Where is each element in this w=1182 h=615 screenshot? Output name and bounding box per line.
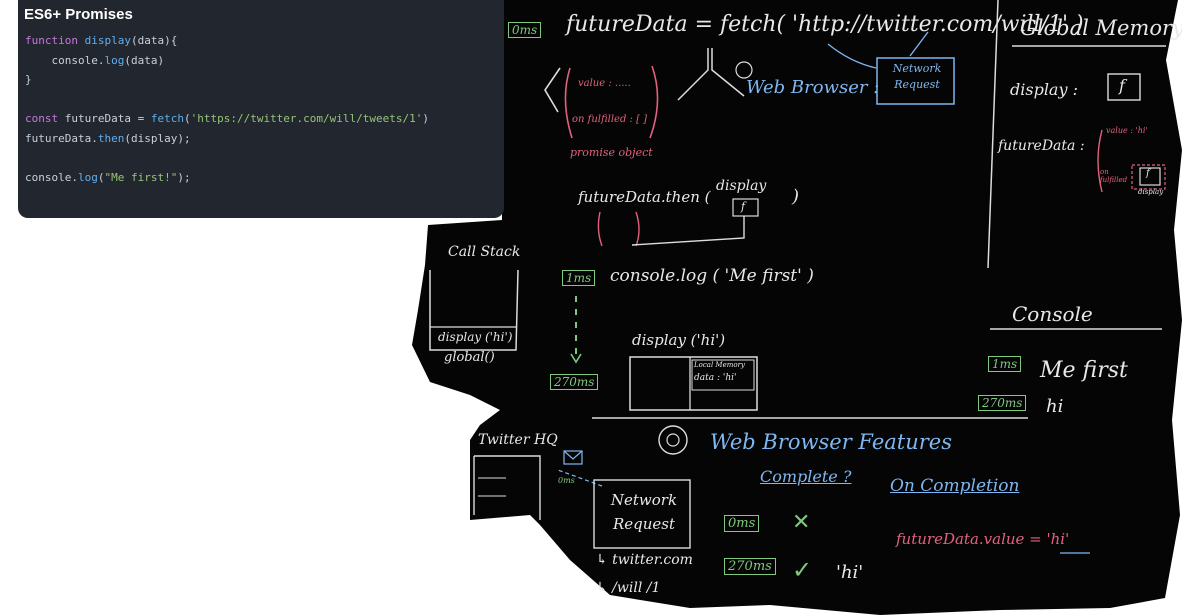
exec-context-title: display ('hi') bbox=[632, 331, 726, 349]
call-stack-frame: display ('hi') bbox=[438, 330, 513, 344]
then-call: futureData.then ( bbox=[578, 188, 711, 206]
code-title: ES6+ Promises bbox=[24, 6, 133, 23]
promise-onfulfilled-slot: on fulfilled : [ ] bbox=[572, 114, 648, 125]
global-memory-title: Global Memory bbox=[1020, 16, 1182, 40]
completion-text: futureData.value = 'hi' bbox=[896, 530, 1070, 548]
web-browser-label: Web Browser : bbox=[746, 77, 880, 98]
code-panel: ES6+ Promises function display(data){ co… bbox=[18, 0, 504, 218]
global-display-f: f bbox=[1119, 76, 1125, 95]
twitter-hq-title: Twitter HQ bbox=[478, 432, 558, 448]
console-title: Console bbox=[1012, 302, 1093, 326]
console-entry-time: 1ms bbox=[988, 356, 1022, 372]
complete-check-icon: ✓ bbox=[792, 556, 813, 584]
twitter-path: ↳ /will /1 bbox=[596, 580, 661, 596]
then-close-paren: ) bbox=[792, 186, 800, 207]
time-0ms-label: 0ms bbox=[508, 22, 542, 38]
then-f-label: f bbox=[741, 200, 746, 213]
console-entry-text: hi bbox=[1046, 396, 1064, 417]
twitter-domain: ↳ twitter.com bbox=[596, 552, 693, 568]
features-row-time: 270ms bbox=[724, 558, 776, 575]
code-line: console.log("Me first!"); bbox=[25, 171, 191, 185]
code-line bbox=[25, 90, 429, 110]
fetch-assignment: futureData = fetch( 'http://twitter.com/… bbox=[566, 12, 1084, 37]
features-row-time: 0ms bbox=[724, 515, 760, 532]
console-entry-time: 270ms bbox=[978, 395, 1027, 411]
local-memory-label: Local Memory bbox=[694, 361, 745, 369]
complete-header: Complete ? bbox=[760, 467, 852, 486]
local-data-entry: data : 'hi' bbox=[694, 373, 737, 383]
code-line: futureData.then(display); bbox=[25, 131, 191, 145]
code-line: console.log(data) bbox=[25, 53, 165, 67]
code-block: function display(data){ console.log(data… bbox=[25, 31, 429, 188]
code-line: function display(data){ bbox=[25, 34, 178, 47]
global-future-display: display bbox=[1138, 188, 1164, 196]
promise-object-label: promise object bbox=[570, 146, 653, 159]
features-row-value: 'hi' bbox=[836, 562, 864, 583]
global-future-f: f bbox=[1146, 168, 1150, 179]
global-future-onfulfilled: on fulfilled bbox=[1100, 168, 1128, 184]
network-request-top: Network Request bbox=[892, 62, 942, 91]
features-title: Web Browser Features bbox=[710, 430, 953, 454]
console-log-line: console.log ( 'Me first' ) bbox=[610, 266, 814, 286]
call-stack-frame: global() bbox=[444, 350, 495, 365]
time-270ms-label: 270ms bbox=[550, 374, 599, 390]
console-entry-text: Me first bbox=[1040, 358, 1128, 383]
time-1ms-label: 1ms bbox=[562, 270, 596, 286]
call-stack-title: Call Stack bbox=[448, 244, 521, 260]
code-line bbox=[25, 149, 429, 169]
twitter-network-request: Network Request bbox=[610, 491, 678, 533]
then-display-arg: display bbox=[716, 178, 767, 194]
global-future-value: value : 'hi' bbox=[1106, 126, 1148, 135]
promise-value-slot: value : ..... bbox=[578, 78, 631, 89]
twitter-time-label: 0ms bbox=[558, 476, 575, 485]
incomplete-mark-icon: ✕ bbox=[792, 510, 811, 535]
code-line: } bbox=[25, 73, 32, 87]
global-display-label: display : bbox=[1010, 80, 1078, 99]
global-future-label: futureData : bbox=[998, 138, 1085, 154]
completion-header: On Completion bbox=[890, 476, 1020, 496]
code-line: const futureData = fetch('https://twitte… bbox=[25, 112, 430, 126]
